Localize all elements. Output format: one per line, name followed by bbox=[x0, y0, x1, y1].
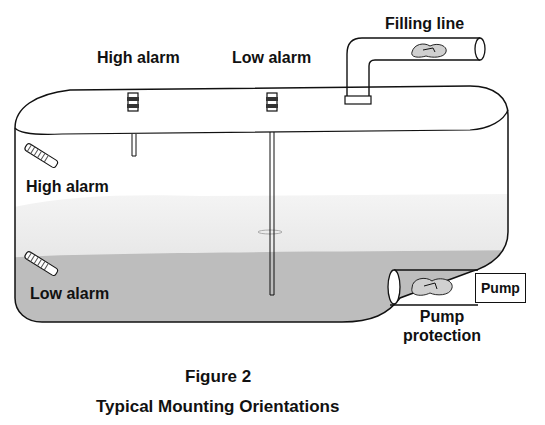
alarm-label: High alarm bbox=[97, 48, 180, 67]
filling-line-label: Filling line bbox=[385, 14, 464, 33]
figure-title: Figure 2 bbox=[185, 367, 251, 386]
alarm-label: High alarm bbox=[26, 177, 109, 196]
pump-label: Pump bbox=[481, 280, 520, 296]
figure-caption: Typical Mounting Orientations bbox=[96, 397, 339, 416]
alarm-label: Low alarm bbox=[232, 48, 311, 67]
pump-box: Pump bbox=[475, 273, 526, 303]
pump-protection-label: Pump protection bbox=[392, 307, 492, 345]
alarm-label: Low alarm bbox=[30, 284, 109, 303]
